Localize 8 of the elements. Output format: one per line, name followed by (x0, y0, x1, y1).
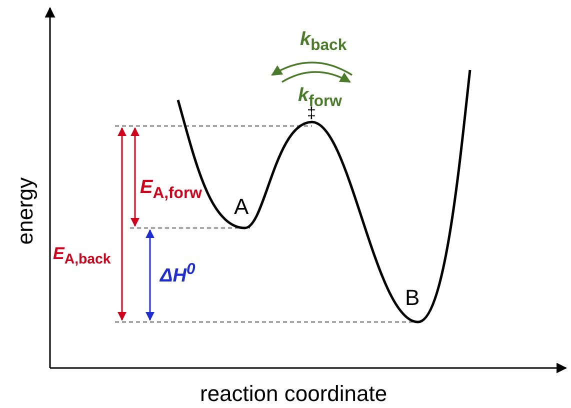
axis-title: energy (14, 177, 37, 245)
state-label: A (234, 196, 249, 218)
state-label: B (405, 287, 420, 309)
activation-energy-label: E$_{A,back}$ (53, 245, 111, 267)
rate-constant-label: k$_{back}$ (300, 30, 347, 54)
activation-energy-label: E$_{A,forw}$ (140, 178, 202, 202)
axis-title: reaction coordinate (200, 383, 388, 405)
enthalpy-change-label: ΔH$^{0}$ (160, 262, 196, 286)
